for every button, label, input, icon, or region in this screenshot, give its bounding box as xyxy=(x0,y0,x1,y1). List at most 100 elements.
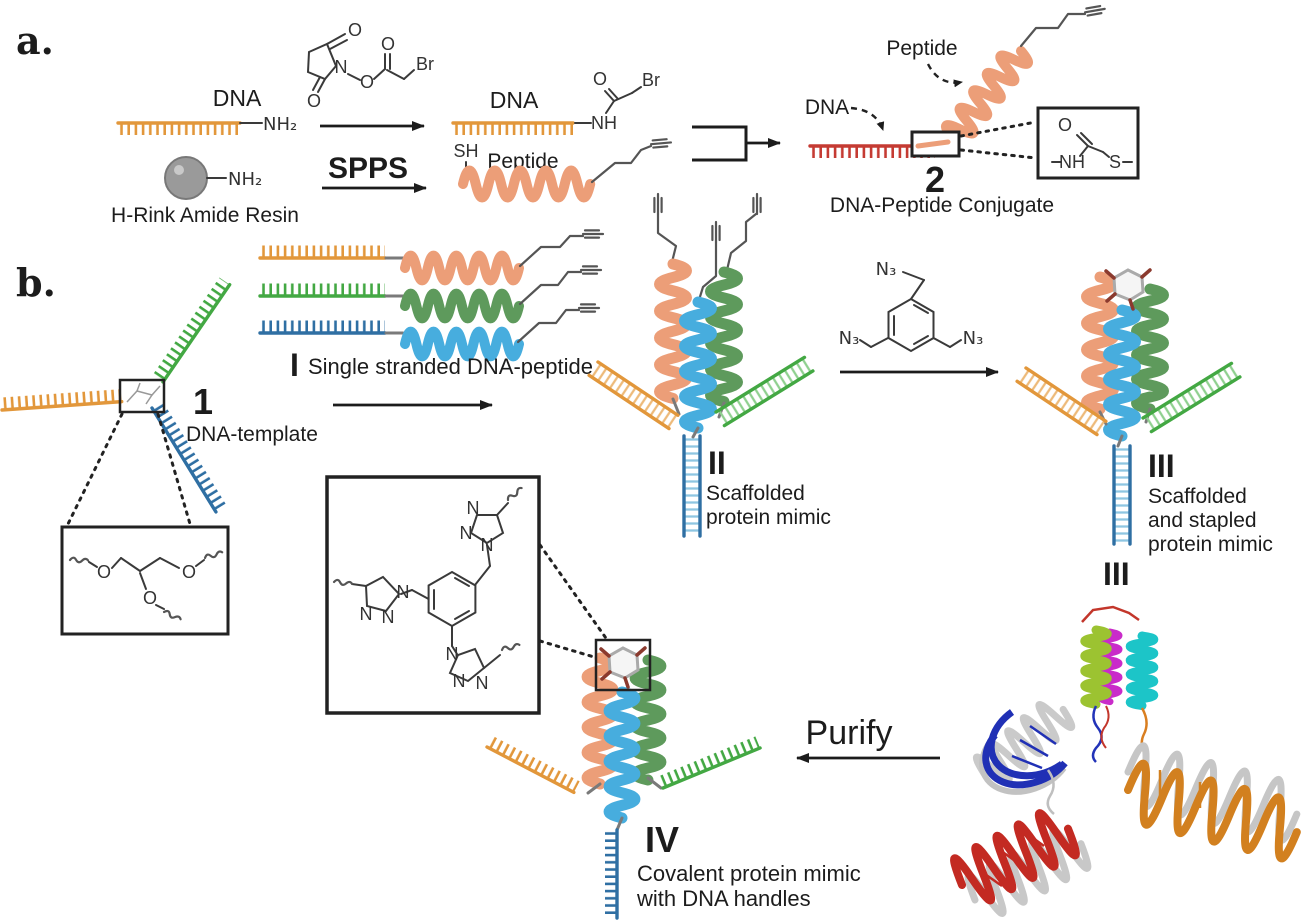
panel-b: b. 1 DNA-template xyxy=(0,192,1304,922)
glycerol-junction-box: O O O xyxy=(60,525,230,636)
triazole-ring-top: N N N xyxy=(460,485,525,586)
ss-dna-peptide-green xyxy=(258,265,603,318)
duplex-arm-blue xyxy=(682,434,702,538)
template-caption: DNA-template xyxy=(186,423,318,446)
handle-orange xyxy=(485,735,580,795)
model-blue-dna-coil-2 xyxy=(987,709,1065,780)
staple-hexagon xyxy=(1104,268,1152,311)
triazole-linkage-box: N N N N N N N xyxy=(325,475,610,715)
triazole-left-n3: N xyxy=(360,604,373,624)
model-red-thread xyxy=(1100,705,1110,749)
resin-label: H-Rink Amide Resin xyxy=(111,204,299,227)
triazole-ring-left: N N N xyxy=(332,575,430,627)
triazole-bottom-n1: N xyxy=(446,644,459,664)
resin-bead: NH₂ H-Rink Amide Resin xyxy=(111,156,299,227)
step1-caption: Single stranded DNA-peptide xyxy=(308,354,593,379)
nhs-o-acyl: O xyxy=(381,34,395,54)
staple-hexagon-boxed xyxy=(594,638,652,692)
step3-numeral: III xyxy=(1148,448,1175,484)
linker-s: S xyxy=(1109,152,1121,172)
triazole-dotted-bottom xyxy=(538,639,596,659)
glycerol-o-right: O xyxy=(182,562,196,582)
step2-caption2: protein mimic xyxy=(706,506,831,529)
dna-amine-strand: DNA NH₂ xyxy=(116,85,297,136)
triazole-top-n3: N xyxy=(467,498,480,518)
triazide-reagent: N₃ N₃ N₃ xyxy=(839,259,984,353)
covalent-protein-mimic: IV Covalent protein mimic with DNA handl… xyxy=(485,638,861,920)
triazole-top-n1: N xyxy=(481,535,494,555)
azide-right-label: N₃ xyxy=(963,328,984,349)
template-dotted-left xyxy=(66,412,124,526)
conjugate-caption: DNA-Peptide Conjugate xyxy=(830,194,1054,217)
linker-nh: NH xyxy=(1059,152,1085,172)
step3-caption3: protein mimic xyxy=(1148,533,1273,556)
triazole-ring-bottom: N N N xyxy=(446,625,522,693)
panel-b-label: b. xyxy=(16,260,56,305)
model-label: III xyxy=(1103,556,1130,592)
azide-left-label: N₃ xyxy=(839,328,860,349)
nhs-n: N xyxy=(335,57,348,77)
nhs-o-bottom: O xyxy=(307,91,321,111)
panel-a-label: a. xyxy=(16,18,54,63)
conjugate-alkyne-tail xyxy=(1019,12,1087,48)
dna-bromoacetamide: DNA NH O Br xyxy=(451,69,660,136)
conjugate-peptide-label: Peptide xyxy=(886,37,957,60)
glycerol-o-mid: O xyxy=(143,588,157,608)
linker-o: O xyxy=(1058,115,1072,135)
triazole-left-n2: N xyxy=(382,607,395,627)
triazole-bottom-n2: N xyxy=(453,671,466,691)
model-gray-thread xyxy=(1046,769,1055,815)
panel-a: a. DNA NH₂ O O N O O xyxy=(16,4,1140,227)
step4-caption1: Covalent protein mimic xyxy=(637,861,861,886)
dna2-o: O xyxy=(593,69,607,89)
dna-template: 1 DNA-template xyxy=(0,277,318,526)
template-dotted-right xyxy=(156,412,192,526)
handle-green xyxy=(658,735,762,790)
ss-dna-peptide-set: I Single stranded DNA-peptide xyxy=(258,229,605,383)
alkyne-tail xyxy=(590,144,653,184)
thioether-linker-box: O NH S xyxy=(1036,106,1140,180)
dna-comb-orange xyxy=(116,121,242,136)
step4-numeral: IV xyxy=(645,819,679,860)
duplex-arm-orange xyxy=(587,360,680,431)
dna-peptide-conjugate: Peptide DNA O NH S 2 DNA-Peptide Conj xyxy=(805,4,1140,217)
duplex-arm-green xyxy=(714,355,815,428)
peptide-sh-label: SH xyxy=(453,141,478,161)
nhs-bromoacetate-structure: O O N O O Br xyxy=(306,20,434,111)
step1-numeral: I xyxy=(290,347,299,383)
dna2-br: Br xyxy=(642,70,660,90)
peptide-pointer-arrow xyxy=(926,63,963,88)
spps-label: SPPS xyxy=(328,152,408,185)
stapled-protein-mimic: III Scaffolded and stapled protein mimic xyxy=(1015,268,1273,556)
step3-caption1: Scaffolded xyxy=(1148,485,1247,508)
template-number: 1 xyxy=(193,381,213,422)
handle-blue xyxy=(604,828,619,920)
nhs-o-ester: O xyxy=(360,72,374,92)
thiol-peptide: SH Peptide xyxy=(453,137,673,198)
resin-amine-label: NH₂ xyxy=(228,169,262,190)
triazole-left-n1: N xyxy=(397,582,410,602)
dna-pointer-arrow xyxy=(850,106,885,131)
model-red-loop xyxy=(1081,605,1140,623)
peptide-label-a: Peptide xyxy=(487,150,558,173)
step3-caption2: and stapled xyxy=(1148,509,1257,532)
conjugate-dna-label: DNA xyxy=(805,96,849,119)
purify-label: Purify xyxy=(806,714,893,752)
triazole-bottom-n3: N xyxy=(476,673,489,693)
dna1-label: DNA xyxy=(213,85,262,111)
triazole-top-n2: N xyxy=(460,523,473,543)
ss-dna-peptide-blue xyxy=(258,303,601,356)
junction-zoom-rect xyxy=(118,378,166,414)
ss-dna-peptide-orange xyxy=(258,229,605,280)
model-blue-dna-coil-1 xyxy=(982,732,1068,789)
glycerol-o-left: O xyxy=(97,562,111,582)
zoom-dotted-bottom xyxy=(959,148,1038,160)
scaffolded-protein-mimic: II Scaffolded protein mimic xyxy=(587,192,831,538)
nhs-o-top: O xyxy=(348,20,362,40)
step2-caption1: Scaffolded xyxy=(706,482,805,505)
dna2-label: DNA xyxy=(490,87,539,113)
dna1-amine-label: NH₂ xyxy=(263,114,297,135)
conjugate-number: 2 xyxy=(925,159,945,200)
